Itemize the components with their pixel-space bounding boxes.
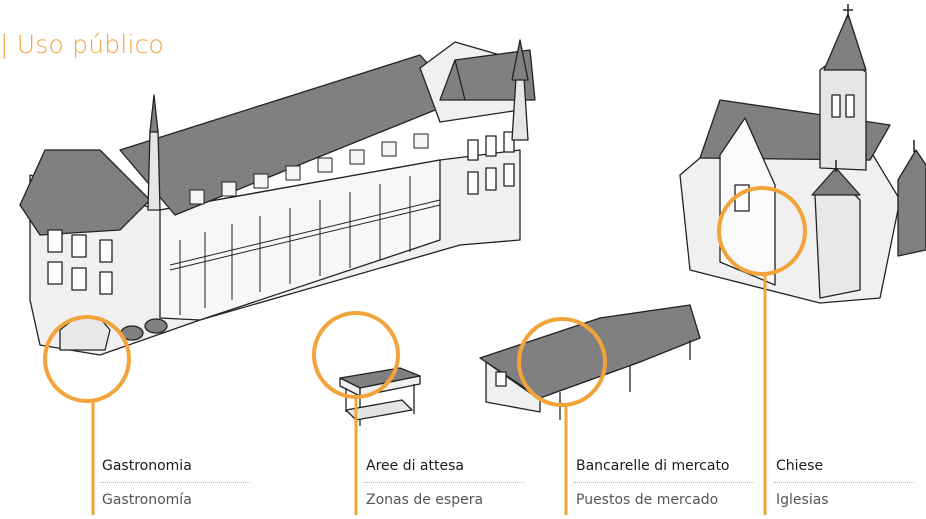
label-gastronomy-italian: Gastronomia xyxy=(102,458,192,474)
town-hall-building xyxy=(19,39,536,356)
highlight-circle-churches xyxy=(717,186,807,276)
label-gastronomy-spanish: Gastronomía xyxy=(102,492,192,508)
divider xyxy=(774,482,914,483)
highlight-circle-gastronomy xyxy=(43,315,131,403)
label-churches-italian: Chiese xyxy=(776,458,824,474)
label-waiting-areas-italian: Aree di attesa xyxy=(366,458,464,474)
divider xyxy=(364,482,524,483)
label-churches-spanish: Iglesias xyxy=(776,492,829,508)
label-waiting-areas-spanish: Zonas de espera xyxy=(366,492,484,508)
section-title: | Uso público xyxy=(0,30,165,59)
label-market-stalls-italian: Bancarelle di mercato xyxy=(576,458,730,474)
divider xyxy=(574,482,754,483)
highlight-circle-market-stalls xyxy=(517,317,607,407)
divider xyxy=(100,482,250,483)
market-stall-building xyxy=(479,304,701,420)
church-building xyxy=(679,4,926,304)
label-market-stalls-spanish: Puestos de mercado xyxy=(576,492,719,508)
